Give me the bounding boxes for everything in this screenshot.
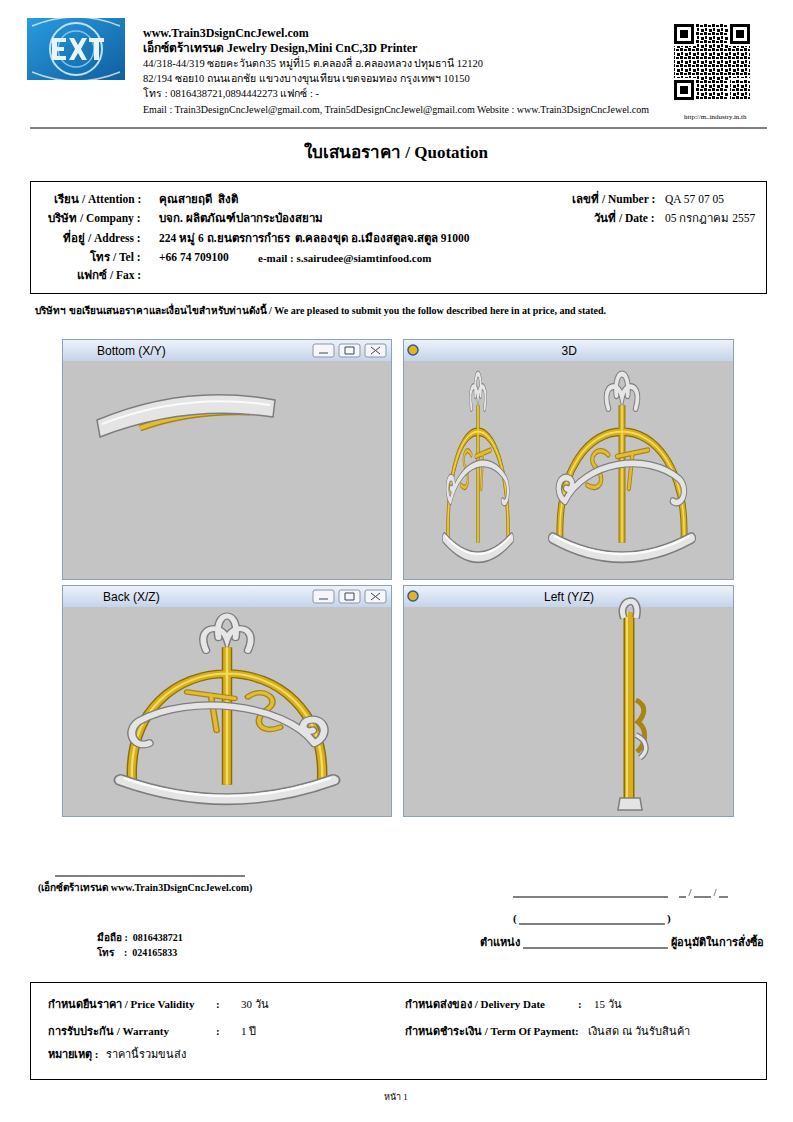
field-text: 15 วัน (594, 998, 622, 1011)
field-text: บริษัท / Company : (48, 212, 141, 226)
page-label: โทร : 0816438721,0894442273 แฟกซ์ : - (143, 88, 319, 101)
field-text: คุณสายฤดี สิงติ (159, 193, 238, 207)
page-label: เอ็กซ์ตร้าเทรนด Jewelry Design,Mini CnC,… (143, 41, 417, 55)
field-text: ที่อยู่ / Address : (63, 232, 141, 246)
qr-code (672, 22, 752, 102)
field-text: เลขที่ / Number : (572, 193, 655, 207)
field-text: : (216, 1025, 220, 1038)
field-text: กำหนดชำระเงิน / Term Of Payment: (405, 1025, 579, 1038)
page-label: / (714, 886, 717, 899)
pendant-bottom-view (97, 395, 275, 437)
cad-window-frames (62, 339, 734, 817)
page-label: ) (667, 912, 671, 925)
field-text: 1 ปี (241, 1025, 256, 1038)
pendant-3d-view (444, 374, 691, 557)
field-text: หมายเหตุ : (48, 1048, 98, 1061)
window-title: Bottom (X/Y) (97, 344, 166, 358)
field-text: เงินสด ณ วันรับสินค้า (588, 1025, 690, 1038)
terms-box: กำหนดยืนราคา / Price Validity:30 วันกำหน… (30, 982, 767, 1080)
field-text: QA 57 07 05 (665, 193, 724, 207)
page-label: ( (513, 912, 517, 925)
field-text: 30 วัน (241, 998, 269, 1011)
page-label: 82/194 ซอย10 ถนนเอกชัย แขวงบางขุนเทียน เ… (143, 73, 470, 86)
field-text: : (216, 998, 220, 1011)
page-label: Email : Train3DesignCncJewel@gmail.com, … (143, 104, 649, 116)
field-text: การรับประกัน / Warranty (48, 1025, 169, 1038)
field-text: บจก. ผลิตภัณฑ์ปลากระป๋องสยาม (159, 212, 323, 226)
cad-view-window: Back (X/Z) (62, 585, 392, 817)
page-label: หน้า 1 (384, 1092, 408, 1103)
page-label: www.Train3DsignCncJewel.com (143, 26, 309, 40)
field-text: กำหนดส่งของ / Delivery Date (405, 998, 545, 1011)
field-text: วันที่ / Date : (594, 212, 655, 226)
header-rule (30, 128, 767, 129)
page-label: / (689, 886, 692, 899)
pendant-left-view (618, 601, 646, 810)
cad-view-window: Bottom (X/Y) (62, 339, 392, 580)
window-title: Back (X/Z) (103, 590, 160, 604)
page-label: ผู้อนุมัติในการสั่งซื้อ (671, 936, 764, 949)
window-icon (408, 345, 418, 601)
window-title: 3D (562, 344, 577, 358)
field-text: เรียน / Attention : (54, 193, 141, 207)
field-text: 224 หมู่ 6 ถ.ยนตรการกำธร ต.คลองขุด อ.เมื… (159, 232, 469, 246)
field-text: แฟกซ์ / Fax : (77, 269, 141, 283)
page-label: 44/318-44/319 ซอยคะวันตก35 หมู่ที่15 ต.ค… (143, 58, 483, 71)
field-text: 05 กรกฎาคม 2557 (665, 212, 755, 226)
cad-view-window: Left (Y/Z) (403, 585, 734, 817)
cad-view-window: 3D (403, 339, 734, 580)
company-logo (27, 17, 125, 81)
field-text: ราคานี้รวมขนส่ง (106, 1048, 186, 1061)
recipient-box: เรียน / Attention : คุณสายฤดี สิงติ เลขที่… (30, 181, 767, 294)
field-text: e-mail : s.sairudee@siamtinfood.com (258, 252, 431, 265)
page-label: (เอ็กซ์ตร้าเทรนด www.Train3DsignCncJewel… (38, 882, 252, 894)
window-title: Left (Y/Z) (544, 590, 594, 604)
field-text: โทร / Tel : (90, 251, 141, 265)
field-text: กำหนดยืนราคา / Price Validity (48, 998, 194, 1011)
page-label: มือถือ : 0816438721 (97, 932, 183, 944)
window-buttons (313, 344, 386, 603)
field-text: : (578, 998, 582, 1011)
page-label: ตำแหน่ง (480, 936, 520, 949)
field-text: +66 74 709100 (159, 251, 229, 265)
pendant-back-view (121, 616, 334, 799)
page-label: โทร : 024165833 (97, 947, 177, 959)
page-label: http://m..industry.in.th (684, 113, 747, 121)
document-title: ใบเสนอราคา / Quotation (304, 143, 488, 163)
page-label: บริษัทฯ ขอเรียนเสนอราคาและเงื่อนไขสำหรับ… (35, 305, 606, 317)
